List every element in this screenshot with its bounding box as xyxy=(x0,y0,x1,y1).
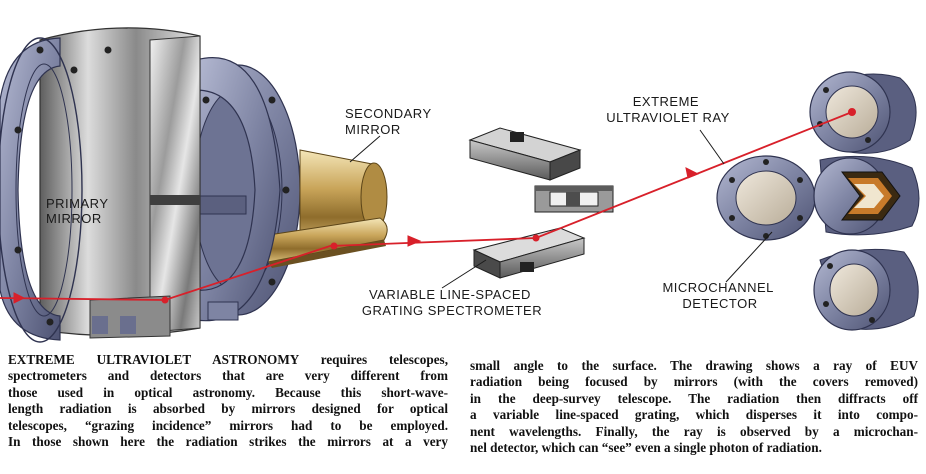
euv-ray-label: EXTREME ULTRAVIOLET RAY xyxy=(606,94,730,125)
caption-line: nel detector, which can “see” even a sin… xyxy=(470,440,822,456)
primary-mirror-label: PRIMARY MIRROR xyxy=(46,196,112,226)
caption-right-column: small angle to the surface. The drawing … xyxy=(470,358,918,456)
telescope xyxy=(0,27,388,343)
caption-line: spectrometers and detectors that are ver… xyxy=(8,368,448,384)
ray-arrow-3 xyxy=(685,167,700,179)
caption-line: radiation being focused by mirrors (with… xyxy=(470,374,918,390)
detector-top xyxy=(809,71,917,154)
grating-spectrometer-label: VARIABLE LINE-SPACED GRATING SPECTROMETE… xyxy=(362,287,542,318)
caption-line: In those shown here the radiation strike… xyxy=(8,434,448,450)
caption-line: telescopes, “grazing incidence” mirrors … xyxy=(8,417,448,433)
ray-arrow-2 xyxy=(407,235,422,247)
primary-mirror xyxy=(39,27,201,339)
ray-hit-grating xyxy=(532,234,540,242)
ray-arrow-1 xyxy=(13,292,26,304)
grating-spectrometer xyxy=(468,127,614,279)
front-flange xyxy=(0,37,112,343)
euv-ray xyxy=(0,108,856,304)
grating-upper-block xyxy=(468,127,582,181)
detector-front xyxy=(716,155,816,241)
secondary-mirror-label: SECONDARY MIRROR xyxy=(345,106,436,137)
detector-middle xyxy=(813,155,920,236)
caption-line: those used in optical astronomy. Because… xyxy=(8,384,448,400)
caption-line: in the deep-survey telescope. The radiat… xyxy=(470,390,918,406)
ray-hit-detector xyxy=(848,108,856,116)
caption-left-column: EXTREME ULTRAVIOLET ASTRONOMY requires t… xyxy=(8,352,448,450)
caption-line: small angle to the surface. The drawing … xyxy=(470,358,918,373)
microchannel-detector xyxy=(716,71,920,331)
caption-line: length radiation is absorbed by mirrors … xyxy=(8,401,448,417)
ray-hit-primary xyxy=(161,296,169,304)
leader-lines xyxy=(349,129,773,289)
ray-hit-secondary xyxy=(330,242,338,250)
grating-lower-block xyxy=(472,227,586,279)
caption-line: EXTREME ULTRAVIOLET ASTRONOMY requires t… xyxy=(8,352,448,367)
detector-bottom xyxy=(813,248,919,331)
caption-line: a variable line-spaced grating, which di… xyxy=(470,407,918,423)
caption-line: nent wavelengths. Finally, the ray is ob… xyxy=(470,423,918,439)
microchannel-detector-label: MICROCHANNEL DETECTOR xyxy=(662,280,777,311)
secondary-mirror xyxy=(261,149,388,268)
grating-middle-block xyxy=(534,185,614,213)
